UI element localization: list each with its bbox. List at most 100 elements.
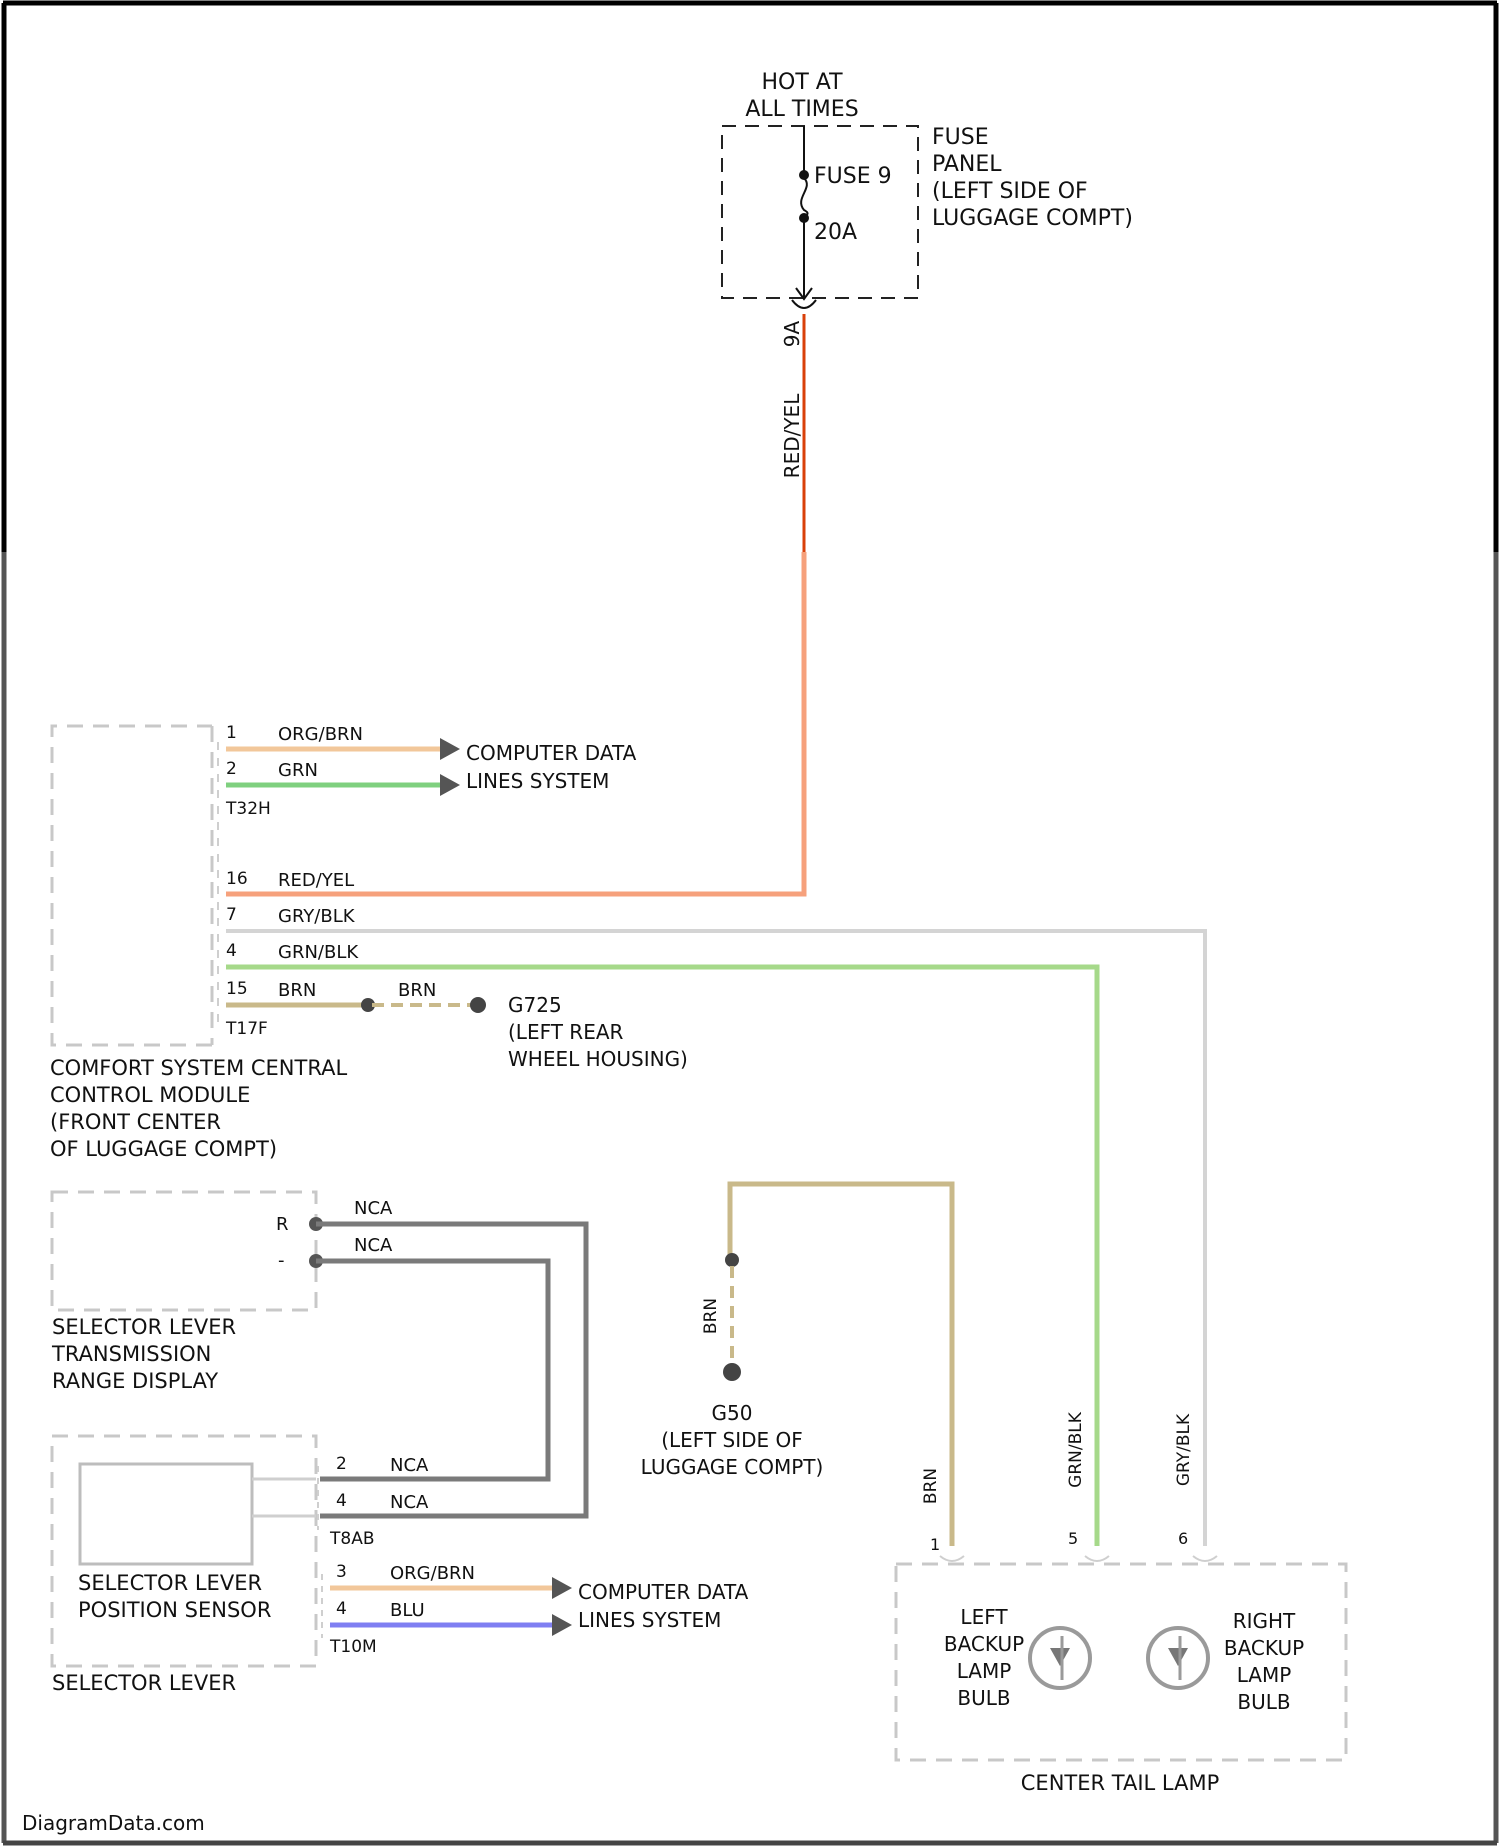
data-arrow-2 [440,774,460,796]
wire-color-label: BLU [390,1600,425,1621]
nca-wire-2 [316,1261,548,1479]
lower-diagram: 1 ORG/BRN 2 GRN T32H COMPUTER DATA LINES… [22,723,1346,1835]
ground-location: LUGGAGE COMPT) [641,1455,824,1479]
pin-label: 3 [336,1562,347,1582]
data-line-label: LINES SYSTEM [578,1608,721,1632]
center-tail-lamp: BRN GRN/BLK GRY/BLK 1 5 6 LEFT BACKUP LA… [896,1411,1346,1795]
wire-color-label: BRN [278,980,316,1001]
comfort-module: 1 ORG/BRN 2 GRN T32H COMPUTER DATA LINES… [50,723,1205,1546]
left-bulb-label: LEFT [960,1605,1008,1629]
wire-color-label: BRN [701,1298,721,1334]
wire-color-label: GRY/BLK [1174,1413,1194,1486]
pin-label: 15 [226,979,248,999]
fuse-rating: 20A [814,220,857,245]
fuse-panel-label-1: FUSE [932,125,989,150]
right-bulb-label: BULB [1237,1690,1290,1714]
range-display-label: SELECTOR LEVER [52,1315,236,1339]
ground-location: WHEEL HOUSING) [508,1047,688,1071]
comfort-module-label: CONTROL MODULE [50,1083,250,1107]
left-bulb-diode-icon [1050,1648,1070,1666]
comfort-module-box [52,726,212,1045]
wire-color-label: BRN [921,1468,941,1504]
selector-lever-label: SELECTOR LEVER [52,1671,236,1695]
connector-cup [792,300,816,308]
ground-g50-dot [723,1363,741,1381]
fuse-panel-label-2: PANEL [932,152,1002,177]
wire-color-label: GRN/BLK [1066,1411,1086,1488]
comfort-module-label: COMFORT SYSTEM CENTRAL [50,1056,347,1080]
wire-color-label: NCA [354,1198,393,1219]
data-line-label: COMPUTER DATA [578,1580,749,1604]
data-arrow-1 [440,738,460,760]
wire-color-label: NCA [390,1492,429,1513]
watermark: DiagramData.com [22,1811,205,1835]
pin-label: 6 [1178,1529,1188,1548]
position-sensor-label: SELECTOR LEVER [78,1571,262,1595]
tail-lamp-label: CENTER TAIL LAMP [1021,1771,1219,1795]
selector-lever-box [52,1436,316,1666]
pin-label: 16 [226,869,248,889]
pin-label: 2 [336,1454,347,1474]
pin-label: 7 [226,905,237,925]
pin-label: 4 [226,941,237,961]
ground-name: G725 [508,993,562,1017]
wire-color-label: GRY/BLK [278,906,356,927]
right-bulb-diode-icon [1168,1648,1188,1666]
pin-label: 2 [226,759,237,779]
data-arrow-4 [552,1614,572,1636]
left-bulb-label: BACKUP [944,1632,1024,1656]
fuse-pin-label: 9A [780,320,804,347]
fuse-name: FUSE 9 [814,164,892,189]
ground-location: (LEFT REAR [508,1020,624,1044]
data-line-label: LINES SYSTEM [466,769,609,793]
fuse-element [801,178,807,218]
position-sensor-label: POSITION SENSOR [78,1598,271,1622]
right-bulb-label: LAMP [1237,1663,1292,1687]
all-times-label: ALL TIMES [745,97,858,122]
fuse-terminal-bottom [799,213,809,223]
pin-label: 4 [336,1599,347,1619]
splice-dot [725,1253,739,1267]
red-yel-wire-lower [226,552,804,894]
fuse-panel-box [722,126,918,298]
comfort-module-label: (FRONT CENTER [50,1110,221,1134]
wire-color-label: NCA [354,1235,393,1256]
red-yel-wire-label: RED/YEL [780,393,804,479]
right-bulb-label: RIGHT [1233,1609,1296,1633]
tail-lamp-connector-cup [940,1556,964,1561]
position-sensor-box [80,1464,252,1564]
connector-label: T17F [225,1019,268,1039]
range-pin-dot: - [278,1250,285,1271]
wire-color-label: GRN/BLK [278,942,359,963]
brn-wire-tail [730,1184,952,1546]
left-bulb-label: LAMP [957,1659,1012,1683]
wire-color-label: GRN [278,760,318,781]
wire-color-label: NCA [390,1455,429,1476]
tail-lamp-connector-cup [1193,1556,1217,1561]
connector-label: T32H [225,799,271,819]
range-display-label: TRANSMISSION [51,1342,211,1366]
fuse-panel: HOT AT ALL TIMES FUSE 9 20A FUSE PANEL (… [722,70,1133,478]
pin-label: 4 [336,1491,347,1511]
wire-color-label: BRN [398,980,436,1001]
pin-label: 1 [226,723,237,743]
range-pin-r: R [276,1214,289,1235]
hot-at-label: HOT AT [761,70,843,95]
range-display-label: RANGE DISPLAY [52,1369,218,1393]
ground-location: (LEFT SIDE OF [661,1428,803,1452]
pin-label: 1 [930,1535,940,1554]
ground-g50-circuit: BRN G50 (LEFT SIDE OF LUGGAGE COMPT) [641,1184,952,1546]
connector-label: T10M [329,1637,377,1657]
right-bulb-label: BACKUP [1224,1636,1304,1660]
tail-lamp-connector-cup [1085,1556,1109,1561]
left-bulb-label: BULB [957,1686,1010,1710]
range-display-box [52,1192,316,1310]
ground-g725-dot [470,997,486,1013]
data-arrow-3 [552,1577,572,1599]
ground-name: G50 [712,1401,753,1425]
pin-label: 5 [1068,1529,1078,1548]
fuse-panel-label-4: LUGGAGE COMPT) [932,206,1133,231]
wire-color-label: ORG/BRN [390,1563,475,1584]
